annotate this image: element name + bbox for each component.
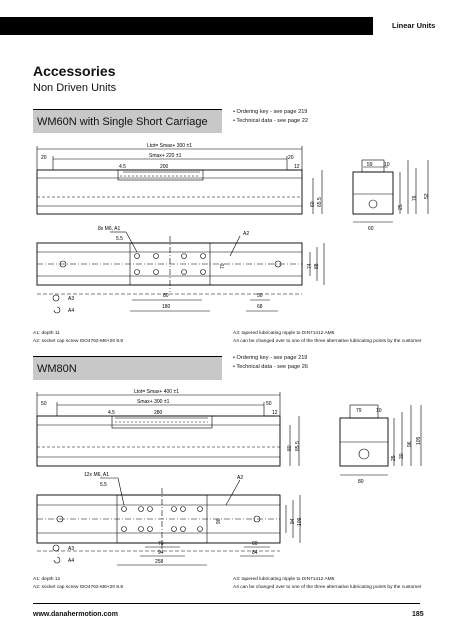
wm60-w80: 80 <box>163 293 169 299</box>
wm60-h70: 70 <box>220 263 226 269</box>
wm80-dim-55: 5.5 <box>100 482 107 488</box>
wm60-bullet-technical: Technical data - see page 22 <box>233 117 308 126</box>
wm80-h90: 90 <box>216 518 222 524</box>
wm60-note-a2: A2: socket cap screw ISO4762-M6×20 8.8 <box>33 339 123 344</box>
wm60-bullets: Ordering key - see page 219 Technical da… <box>233 108 308 125</box>
wm80-side-80: 80 <box>358 479 364 485</box>
wm60-dim-12: 12 <box>294 164 300 170</box>
wm60-side-60: 60 <box>368 226 374 232</box>
wm80-a2: A2 <box>237 475 243 481</box>
wm80-bullets: Ordering key - see page 219 Technical da… <box>233 354 308 371</box>
wm80-note-a4: A4 can be changed over to one of the thr… <box>233 585 422 590</box>
wm60-dim-45: 4.5 <box>119 164 126 170</box>
wm60-notes-left: A1: depth 11 A2: socket cap screw ISO476… <box>33 330 123 346</box>
wm60-w50: 50 <box>257 293 263 299</box>
wm60-a3: A3 <box>68 296 74 302</box>
wm60-dim-55: 5.5 <box>116 236 123 242</box>
wm80-note-a2: A2: socket cap screw ISO4762-M6×20 8.8 <box>33 585 123 590</box>
header-bar <box>0 17 373 35</box>
wm60-side-52: 52 <box>424 193 430 199</box>
wm80-dim-12: 12 <box>272 410 278 416</box>
wm80-side-105: 105 <box>416 436 422 445</box>
wm60-w68: 68 <box>257 304 263 310</box>
wm60-bullet-ordering: Ordering key - see page 219 <box>233 108 308 117</box>
wm80-h94: 94 <box>290 518 296 524</box>
wm80-dim-total: Ltot= Smax+ 400 ±1 <box>134 389 179 395</box>
wm80-product-title-text: WM80N <box>37 362 77 375</box>
wm80-dim-45: 4.5 <box>108 410 115 416</box>
wm80-side-25: 25 <box>391 455 397 461</box>
wm60-h88: 88 <box>314 263 320 269</box>
wm60-note-a4: A4 can be changed over to one of the thr… <box>233 339 422 344</box>
section-label: Linear Units <box>392 21 436 30</box>
wm60-dim-right-end: 20 <box>288 155 294 161</box>
wm80-notes-right: A3: tapered lubricating nipple to DIN714… <box>233 576 422 592</box>
wm80-side-30: 30 <box>399 453 405 459</box>
wm60-side-25: 25 <box>398 204 404 210</box>
wm80-dim-280: 280 <box>154 410 163 416</box>
wm60-product-title-text: WM60N with Single Short Carriage <box>37 115 208 128</box>
footer-url[interactable]: www.danahermotion.com <box>33 611 118 618</box>
wm80-bullet-technical: Technical data - see page 26 <box>233 363 308 372</box>
wm80-note-a3: A3: tapered lubricating nipple to DIN714… <box>233 577 335 582</box>
wm80-dim-h855: 85.5 <box>295 441 301 451</box>
wm60-note-a3: A3: tapered lubricating nipple to DIN714… <box>233 331 335 336</box>
wm60-h74: 74 <box>307 263 313 269</box>
wm80-h109: 109 <box>297 517 303 526</box>
wm60-dim-stroke: Smax+ 220 ±1 <box>149 153 182 159</box>
wm60-note-a1: A1: depth 11 <box>33 331 60 336</box>
wm60-w180: 180 <box>162 304 171 310</box>
wm80-side-96: 96 <box>407 441 413 447</box>
wm80-bullet-ordering: Ordering key - see page 219 <box>233 354 308 363</box>
wm80-screws: 12x M6, A1 <box>84 472 109 478</box>
page-title: Accessories <box>33 63 116 79</box>
wm60-product-title: WM60N with Single Short Carriage <box>33 109 222 133</box>
wm80-side-79: 79 <box>356 408 362 414</box>
wm80-w258: 258 <box>155 559 164 565</box>
wm60-dim-200: 200 <box>160 164 169 170</box>
footer-divider <box>33 603 420 604</box>
wm80-w94: 94 <box>158 550 164 556</box>
wm80-dim-h80: 80 <box>287 445 293 451</box>
wm80-a3: A3 <box>68 546 74 552</box>
wm60-dim-h60: 60 <box>310 201 316 207</box>
wm60-side-59: 59 <box>367 162 373 168</box>
wm80-note-a1: A1: depth 12 <box>33 577 61 582</box>
wm80-product-title: WM80N <box>33 356 222 380</box>
page-subtitle: Non Driven Units <box>33 82 117 94</box>
wm80-a4: A4 <box>68 558 74 564</box>
wm80-w70: 70 <box>158 541 164 547</box>
wm80-w84: 84 <box>252 550 258 556</box>
wm60-dim-total: Ltot= Smax+ 300 ±1 <box>147 143 192 149</box>
wm60-a2: A2 <box>243 231 249 237</box>
wm80-w60: 60 <box>252 541 258 547</box>
page-number: 185 <box>412 611 424 618</box>
wm60-side-10: 10 <box>384 162 390 168</box>
wm60-side-76: 76 <box>412 195 418 201</box>
wm80-dim-stroke: Smax+ 300 ±1 <box>137 399 170 405</box>
wm60-a4: A4 <box>68 308 74 314</box>
wm80-side-10: 10 <box>376 408 382 414</box>
wm80-dim-right-end: 50 <box>266 401 272 407</box>
wm60-dim-h655: 65.5 <box>317 197 323 207</box>
wm60-dim-left-end: 20 <box>41 155 47 161</box>
wm60-notes-right: A3: tapered lubricating nipple to DIN714… <box>233 330 422 346</box>
wm80-notes-left: A1: depth 12 A2: socket cap screw ISO476… <box>33 576 123 592</box>
wm60-screws: 8x M6, A1 <box>98 226 120 232</box>
wm80-dim-left-end: 50 <box>41 401 47 407</box>
